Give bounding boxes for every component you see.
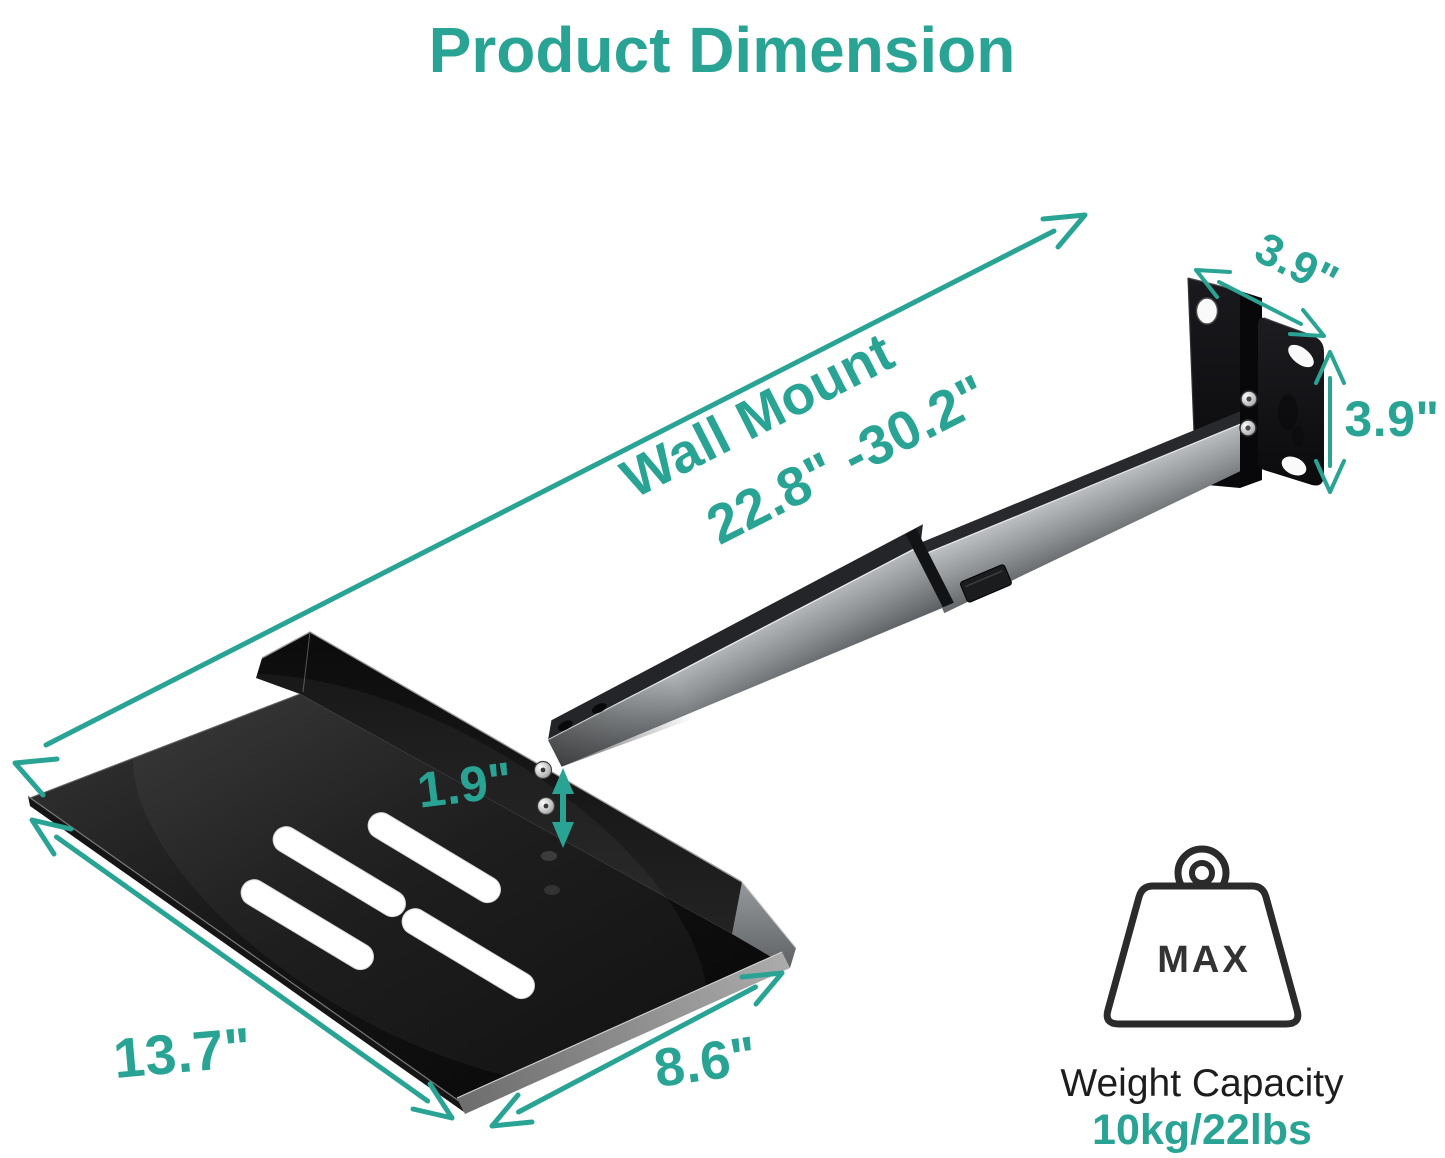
tray-slot [240, 879, 374, 971]
hole-spacing-label: 1.9" [414, 752, 515, 819]
front-edge-highlight [456, 951, 783, 1099]
floor-sheen [132, 673, 708, 1087]
arrowhead-down-icon [552, 822, 574, 848]
tray-back-wall [256, 632, 742, 936]
arm-length-arrow [12, 212, 1088, 798]
tray-front-edge [457, 952, 790, 1114]
tube-front-face [920, 422, 1262, 614]
tray-slot [401, 908, 535, 1000]
shelf-length-label: 13.7" [111, 1015, 254, 1090]
weight-capacity-value: 10kg/22lbs [1092, 1106, 1312, 1154]
tray-right-lip [732, 882, 796, 968]
shelf-length-arrow [29, 817, 455, 1121]
tube-shadow [548, 675, 695, 767]
page-title: Product Dimension [429, 14, 1016, 86]
tube-edge-highlight [547, 545, 921, 741]
plate-height-arrow [1314, 350, 1346, 494]
arm-lock-clip [959, 564, 1012, 603]
weight-capacity-badge: MAX Weight Capacity 10kg/22lbs [1060, 845, 1344, 1154]
tube-front-face [548, 545, 951, 767]
mounting-hole-icon [1281, 456, 1307, 476]
arrowhead-up-icon [552, 768, 574, 794]
channel-web [1240, 291, 1262, 488]
wall-plate-channel [1239, 291, 1262, 488]
plate-reflection [1292, 426, 1304, 446]
adjustment-hole-icon [591, 703, 607, 714]
tray-floor [30, 694, 782, 1100]
weight-ring-hole [1189, 860, 1215, 886]
tube-top-face [920, 407, 1249, 556]
tray-slot [272, 826, 406, 918]
mounting-hole-icon [1195, 297, 1219, 325]
dimension-arrows [12, 212, 1346, 1129]
telescoping-arm-inner-tube [919, 407, 1262, 614]
tube-top-face [548, 524, 923, 740]
weight-max-label: MAX [1157, 939, 1250, 981]
shelf-depth-label: 8.6" [650, 1025, 760, 1099]
screw-center [1245, 425, 1251, 431]
wall-crease [302, 631, 311, 693]
screw-center [1246, 396, 1252, 402]
adjustment-hole-icon [557, 720, 573, 731]
tube-end-cap [905, 528, 954, 608]
tray-left-edge [28, 796, 464, 1112]
tube-edge-highlight [919, 421, 1246, 557]
weight-max-icon [1103, 882, 1302, 1028]
plate-height-label: 3.9" [1344, 391, 1439, 447]
left-edge-highlight [28, 796, 460, 1102]
screw-center [540, 767, 546, 773]
mounting-hole-icon [1288, 344, 1314, 368]
wall-plate-front-wing [1258, 317, 1324, 486]
lip-highlight [741, 881, 797, 949]
screw-reflection [544, 885, 560, 895]
tray-slot [367, 812, 501, 904]
shelf-depth-arrow [489, 970, 785, 1129]
hole-spacing-arrowheads [552, 768, 574, 848]
screw-reflection [541, 851, 557, 861]
plate-reflection [1278, 394, 1298, 430]
telescoping-arm-outer-tube [547, 524, 954, 767]
plate-width-arrow [1194, 268, 1326, 338]
screw-center [543, 803, 549, 809]
weight-capacity-label: Weight Capacity [1060, 1062, 1344, 1105]
floor-left-crease [29, 693, 301, 799]
clip-detail [965, 570, 1003, 588]
shelf-tray [28, 631, 797, 1114]
plate-width-label: 3.9" [1247, 222, 1347, 306]
